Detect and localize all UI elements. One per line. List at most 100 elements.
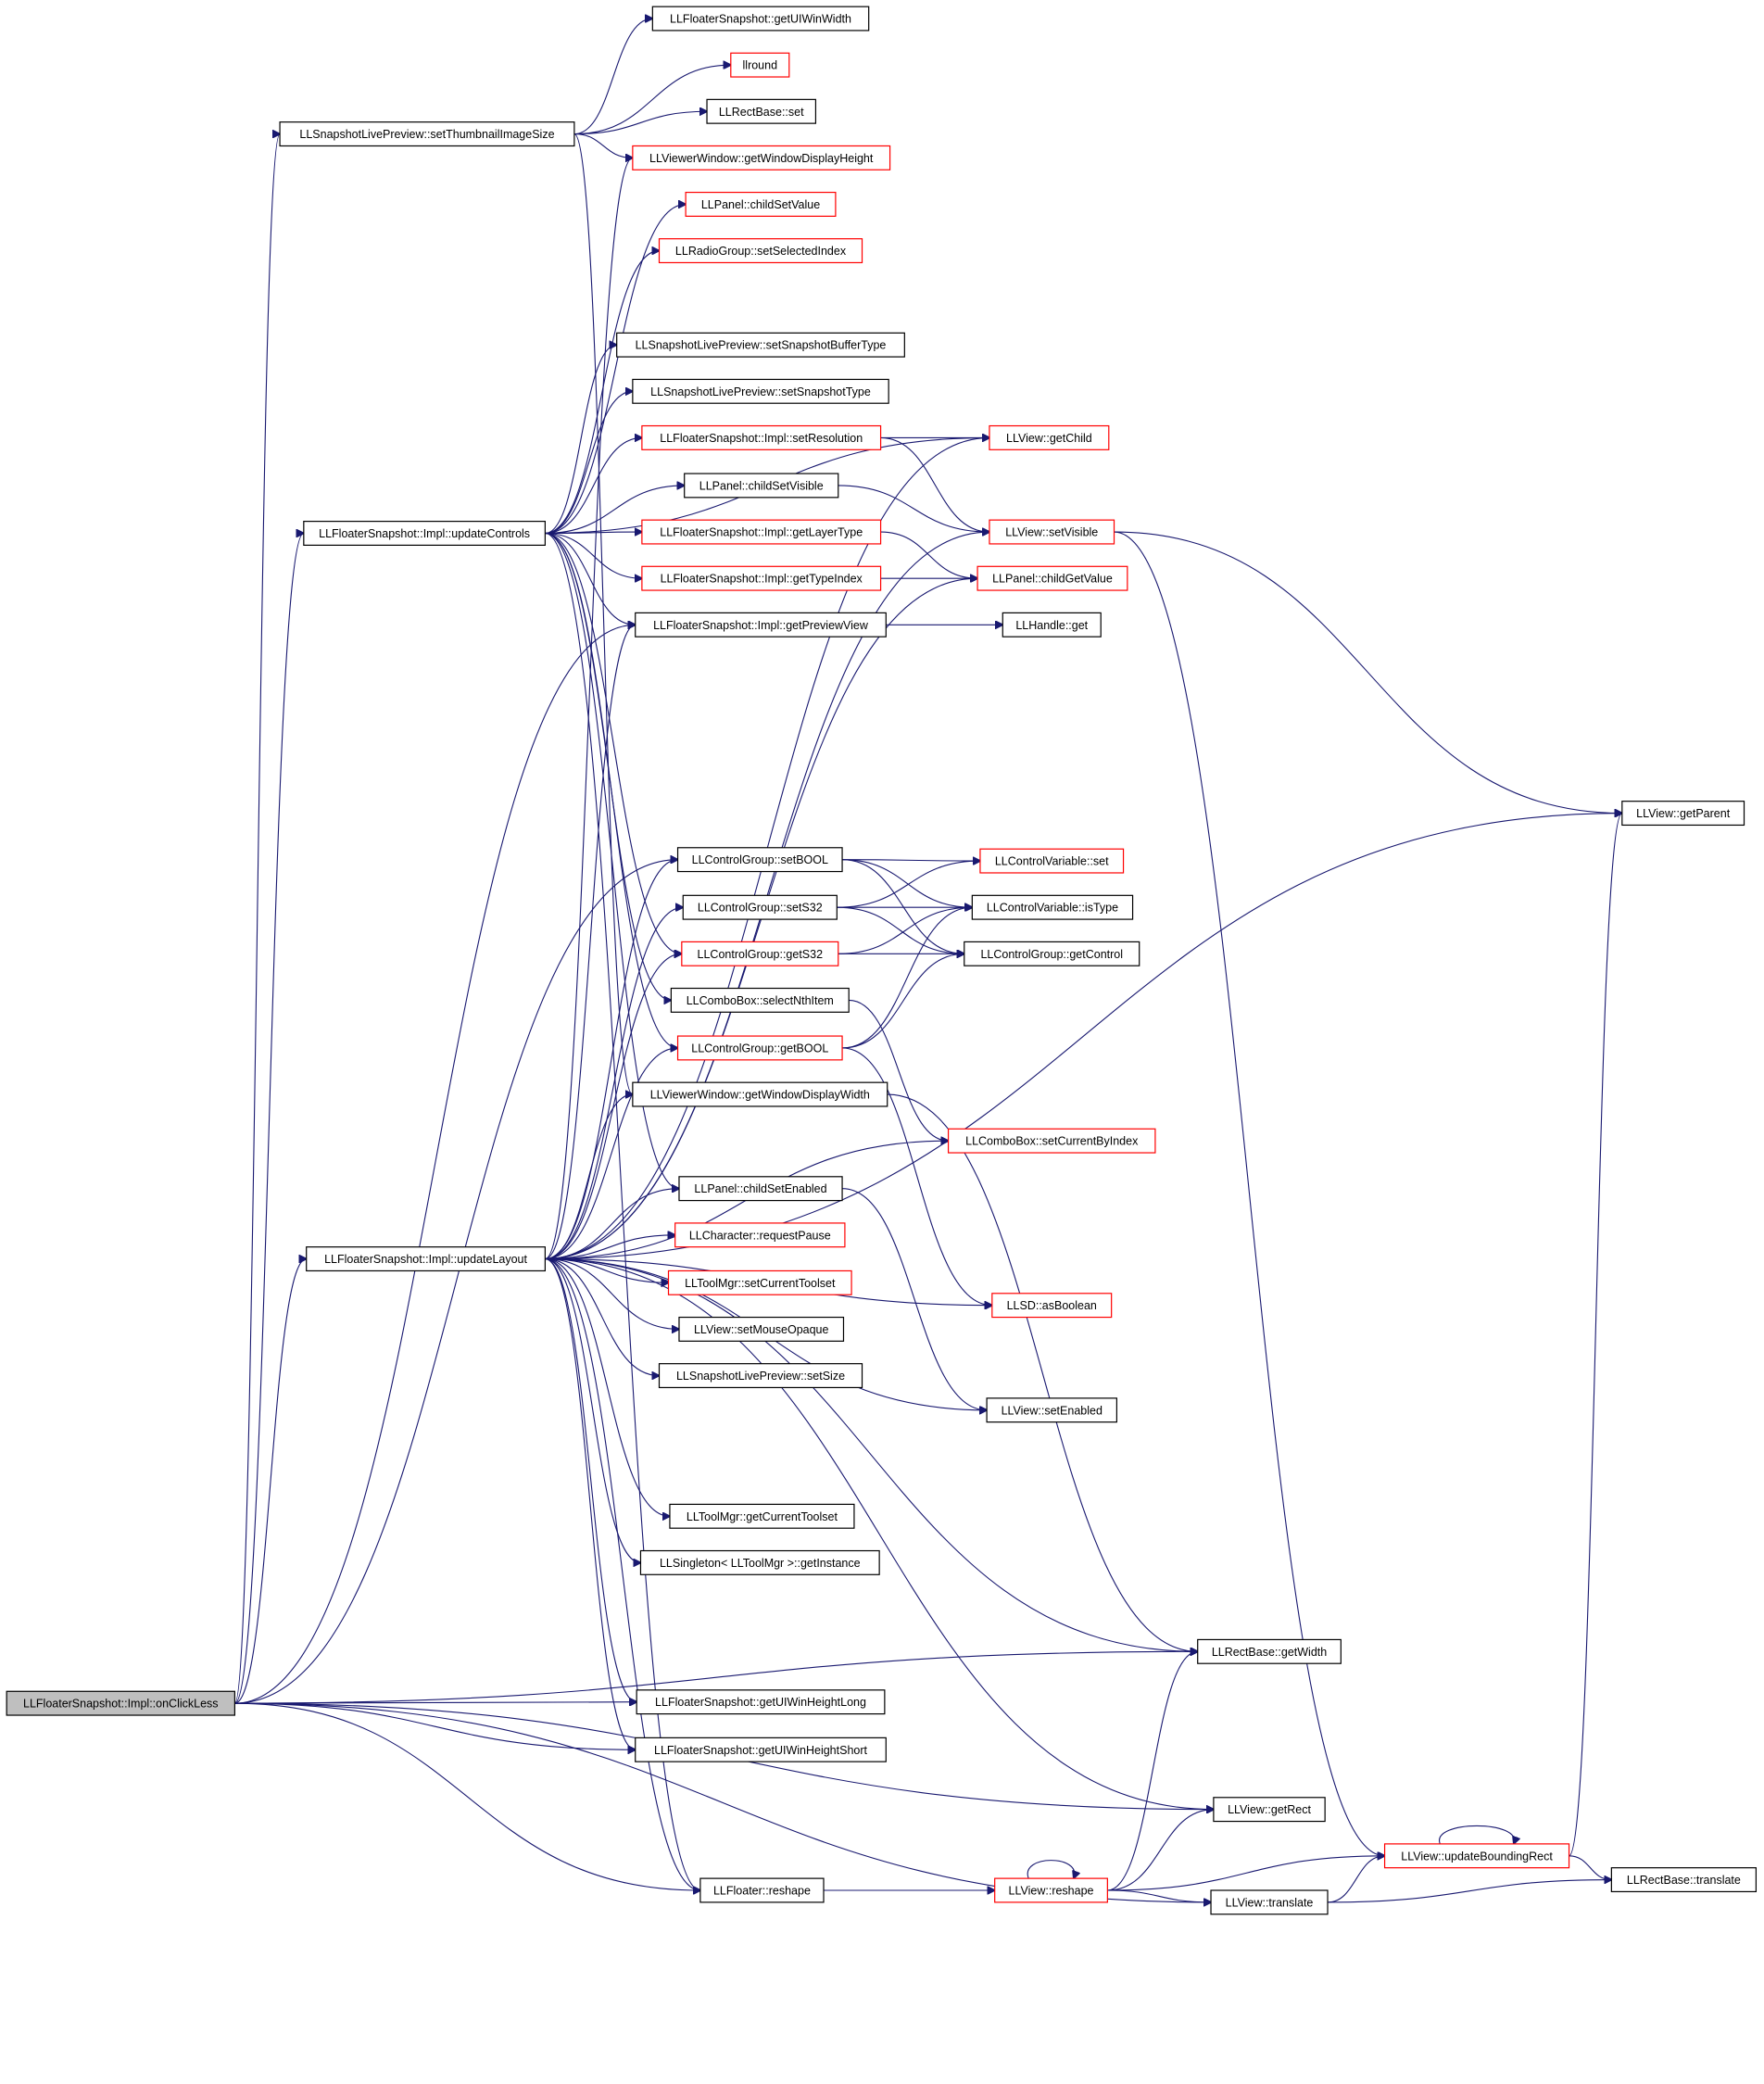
node-label: llround xyxy=(743,59,778,72)
node-cbSelectNth[interactable]: LLComboBox::selectNthItem xyxy=(670,987,850,1013)
node-setMouseOpaque[interactable]: LLView::setMouseOpaque xyxy=(678,1316,845,1342)
call-edge-updateControls-to-getLayerType xyxy=(545,532,642,533)
call-edge-updateLayout-to-getPreviewView xyxy=(545,625,635,1260)
call-edge-onClickLess-to-translate xyxy=(234,1702,1211,1902)
node-setThumb[interactable]: LLSnapshotLivePreview::setThumbnailImage… xyxy=(279,121,575,147)
node-box xyxy=(682,894,838,920)
node-label: LLRectBase::set xyxy=(719,106,804,119)
node-getToolset[interactable]: LLToolMgr::getCurrentToolset xyxy=(669,1503,855,1529)
call-edge-updateLayout-to-getHLong xyxy=(545,1258,636,1702)
node-cgGetBOOL[interactable]: LLControlGroup::getBOOL xyxy=(676,1035,843,1061)
call-edge-translate-to-rectTranslate xyxy=(1328,1880,1611,1903)
call-edge-updateLayout-to-floaterReshape xyxy=(545,1258,699,1890)
node-label: LLComboBox::selectNthItem xyxy=(687,994,834,1007)
node-childSetEnabled[interactable]: LLPanel::childSetEnabled xyxy=(678,1176,843,1202)
node-setEnabled[interactable]: LLView::setEnabled xyxy=(986,1397,1117,1423)
node-setSnapBuf[interactable]: LLSnapshotLivePreview::setSnapshotBuffer… xyxy=(616,332,905,358)
node-asBoolean[interactable]: LLSD::asBoolean xyxy=(991,1293,1113,1319)
node-cbSetCur[interactable]: LLComboBox::setCurrentByIndex xyxy=(947,1128,1156,1154)
node-llround[interactable]: llround xyxy=(730,52,790,78)
node-updateControls[interactable]: LLFloaterSnapshot::Impl::updateControls xyxy=(303,521,546,546)
node-getHLong[interactable]: LLFloaterSnapshot::getUIWinHeightLong xyxy=(636,1689,886,1715)
node-cvIsType[interactable]: LLControlVariable::isType xyxy=(971,894,1134,920)
node-cgSetBOOL[interactable]: LLControlGroup::setBOOL xyxy=(676,847,843,873)
node-label: LLComboBox::setCurrentByIndex xyxy=(965,1135,1139,1148)
node-viewReshape[interactable]: LLView::reshape xyxy=(994,1877,1108,1903)
node-getRect[interactable]: LLView::getRect xyxy=(1213,1797,1326,1823)
node-childGetValue[interactable]: LLPanel::childGetValue xyxy=(976,565,1128,591)
call-edge-updateControls-to-cgGetS32 xyxy=(545,532,681,954)
node-setSelIdx[interactable]: LLRadioGroup::setSelectedIndex xyxy=(658,238,863,264)
nodes-layer: LLFloaterSnapshot::Impl::onClickLess LLSn… xyxy=(6,6,1758,1915)
call-edge-setThumb-to-getWinDispH xyxy=(573,133,633,158)
node-rectTranslate[interactable]: LLRectBase::translate xyxy=(1610,1867,1758,1893)
node-label: LLView::setEnabled xyxy=(1002,1404,1102,1417)
node-getPreviewView[interactable]: LLFloaterSnapshot::Impl::getPreviewView xyxy=(635,612,887,638)
node-getHShort[interactable]: LLFloaterSnapshot::getUIWinHeightShort xyxy=(635,1737,887,1762)
node-cgSetS32[interactable]: LLControlGroup::setS32 xyxy=(682,894,838,920)
node-childSetValue[interactable]: LLPanel::childSetValue xyxy=(685,191,837,217)
node-getWinDispH[interactable]: LLViewerWindow::getWindowDisplayHeight xyxy=(632,145,891,171)
node-cvSet[interactable]: LLControlVariable::set xyxy=(979,848,1125,874)
node-rectSet[interactable]: LLRectBase::set xyxy=(706,98,817,124)
node-box xyxy=(684,473,839,499)
call-edge-updateLayout-to-getWinDispH xyxy=(545,158,632,1260)
call-edge-updateLayout-to-getToolset xyxy=(545,1258,670,1517)
call-edge-updateLayout-to-cgGetS32 xyxy=(545,954,681,1260)
node-floaterReshape[interactable]: LLFloater::reshape xyxy=(699,1877,825,1903)
node-box xyxy=(639,1549,880,1575)
call-edge-updateLayout-to-getRect xyxy=(545,1258,1214,1810)
node-getInstance[interactable]: LLSingleton< LLToolMgr >::getInstance xyxy=(639,1549,880,1575)
call-edge-onClickLess-to-floaterReshape xyxy=(234,1702,699,1890)
node-box xyxy=(1197,1638,1342,1664)
call-edge-updateControls-to-setSelIdx xyxy=(545,251,659,535)
node-getWinDispW[interactable]: LLViewerWindow::getWindowDisplayWidth xyxy=(632,1081,888,1107)
call-edge-updateLayout-to-setMouseOpaque xyxy=(545,1258,679,1330)
node-cgGetControl[interactable]: LLControlGroup::getControl xyxy=(964,941,1140,966)
node-label: LLPanel::childSetValue xyxy=(701,198,820,211)
node-label: LLView::translate xyxy=(1226,1896,1314,1909)
node-box xyxy=(979,848,1125,874)
node-setSize[interactable]: LLSnapshotLivePreview::setSize xyxy=(658,1363,863,1389)
node-cgGetS32[interactable]: LLControlGroup::getS32 xyxy=(681,941,839,966)
node-label: LLControlVariable::set xyxy=(995,855,1109,868)
node-label: LLCharacter::requestPause xyxy=(689,1229,831,1242)
call-edge-onClickLess-to-updateLayout xyxy=(234,1259,306,1704)
node-getUIWinWidth[interactable]: LLFloaterSnapshot::getUIWinWidth xyxy=(651,6,870,32)
node-label: LLSD::asBoolean xyxy=(1007,1299,1097,1312)
node-label: LLHandle::get xyxy=(1015,619,1088,632)
node-label: LLView::setMouseOpaque xyxy=(694,1323,829,1336)
node-label: LLView::reshape xyxy=(1009,1885,1094,1898)
node-setSnapType[interactable]: LLSnapshotLivePreview::setSnapshotType xyxy=(632,378,889,404)
call-edge-onClickLess-to-cgSetBOOL xyxy=(234,860,677,1704)
node-childSetVisible[interactable]: LLPanel::childSetVisible xyxy=(684,473,839,499)
node-getParent[interactable]: LLView::getParent xyxy=(1621,801,1745,827)
call-edge-updateLayout-to-getWinDispW xyxy=(545,1094,632,1260)
node-getChild[interactable]: LLView::getChild xyxy=(989,424,1110,450)
node-getWidth[interactable]: LLRectBase::getWidth xyxy=(1197,1638,1342,1664)
call-edge-updateLayout-to-childSetEnabled xyxy=(545,1189,679,1260)
node-handleGet[interactable]: LLHandle::get xyxy=(1002,612,1102,638)
node-setToolset[interactable]: LLToolMgr::setCurrentToolset xyxy=(667,1269,852,1295)
node-label: LLFloaterSnapshot::Impl::getTypeIndex xyxy=(661,573,863,586)
node-getLayerType[interactable]: LLFloaterSnapshot::Impl::getLayerType xyxy=(641,519,882,545)
node-getTypeIndex[interactable]: LLFloaterSnapshot::Impl::getTypeIndex xyxy=(641,565,882,591)
node-box xyxy=(632,378,889,404)
call-edge-updateControls-to-setSnapType xyxy=(545,391,632,535)
node-onClickLess[interactable]: LLFloaterSnapshot::Impl::onClickLess xyxy=(6,1690,235,1716)
node-box xyxy=(641,424,882,450)
node-label: LLView::getParent xyxy=(1636,807,1731,820)
node-setVisible[interactable]: LLView::setVisible xyxy=(989,519,1115,545)
node-updBound[interactable]: LLView::updateBoundingRect xyxy=(1383,1843,1570,1869)
call-edge-updBound-to-rectTranslate xyxy=(1569,1855,1612,1880)
call-edge-setThumb-to-rectSet xyxy=(573,111,707,135)
node-updateLayout[interactable]: LLFloaterSnapshot::Impl::updateLayout xyxy=(306,1246,546,1272)
node-setRes[interactable]: LLFloaterSnapshot::Impl::setResolution xyxy=(641,424,882,450)
node-reqPause[interactable]: LLCharacter::requestPause xyxy=(674,1222,846,1248)
node-box xyxy=(1621,801,1745,827)
call-edge-viewReshape-to-translate xyxy=(1107,1889,1211,1902)
node-box xyxy=(670,987,850,1013)
node-translate[interactable]: LLView::translate xyxy=(1210,1889,1329,1915)
call-edge-viewReshape-to-viewReshape xyxy=(1027,1860,1075,1879)
node-box xyxy=(1210,1889,1329,1915)
